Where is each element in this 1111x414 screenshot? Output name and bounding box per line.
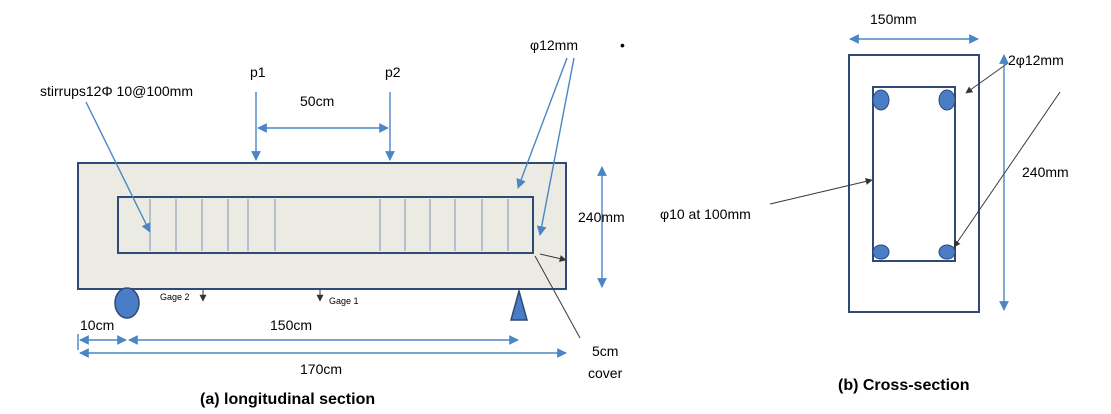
rebar-bottom-right (938, 244, 956, 260)
reinforcement-cage (117, 196, 534, 254)
span-label: 150cm (270, 317, 312, 333)
load-label-p2: p2 (385, 64, 401, 80)
load-spacing-label: 50cm (300, 93, 334, 109)
gage-2-label: Gage 2 (160, 292, 190, 302)
caption-longitudinal: (a) longitudinal section (200, 391, 375, 408)
top-bars-leader (965, 62, 1009, 94)
cover-label-value: 5cm (592, 343, 618, 359)
stirrup-outline (872, 86, 956, 262)
cover-leader (534, 255, 581, 339)
stirrup-lines (149, 199, 509, 251)
rebar-top-right (938, 89, 956, 111)
roller-support (114, 287, 140, 319)
section-outline (848, 54, 980, 313)
total-length-label: 170cm (300, 361, 342, 377)
width-label: 150mm (870, 11, 917, 27)
dot-mark: • (620, 37, 625, 53)
overhang-label: 10cm (80, 317, 114, 333)
rebar-leader-2 (536, 57, 575, 236)
rebar-bottom-left (872, 244, 890, 260)
rebar-top-left (872, 89, 890, 111)
cross-section: 150mm 2φ12mm 240mm φ10 at 100mm (b) Cros… (660, 11, 1069, 394)
section-depth-label: 240mm (1022, 164, 1069, 180)
stirrup-label: φ10 at 100mm (660, 206, 751, 222)
rebar-leader-1 (516, 57, 568, 189)
beam-body (77, 162, 567, 290)
longitudinal-section: p1 p2 50cm stirrups12Φ 10@100mm φ12mm • … (40, 37, 625, 408)
gage-1-label: Gage 1 (329, 296, 359, 306)
cover-arrow (539, 253, 567, 262)
bottom-bars-leader (953, 91, 1061, 248)
pin-support (510, 288, 528, 321)
stirrups-label: stirrups12Φ 10@100mm (40, 83, 193, 99)
rebar-label: φ12mm (530, 37, 578, 53)
stirrups-leader (85, 101, 151, 233)
cover-label-text: cover (588, 365, 623, 381)
top-bars-label: 2φ12mm (1008, 52, 1064, 68)
stirrup-leader (769, 178, 873, 205)
caption-cross-section: (b) Cross-section (838, 377, 970, 394)
load-label-p1: p1 (250, 64, 266, 80)
depth-label: 240mm (578, 209, 625, 225)
